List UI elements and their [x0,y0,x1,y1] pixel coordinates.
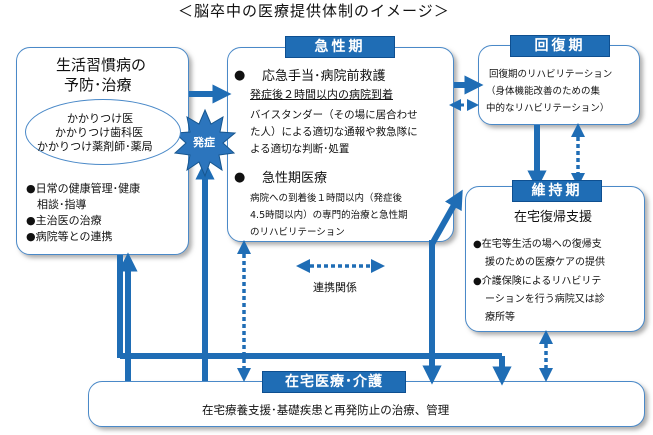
acute-item2-body-1: 病院への到着後１時間以内（発症後 [250,193,403,204]
prevention-heading-line2: 予防･治療 [64,76,132,94]
prevention-heading-line1: 生活習慣病の [56,56,147,74]
recovery-body-1: 回復期のリハビリテーション [489,69,613,80]
acute-item1-body-1: バイスタンダー（その場に居合わせ [250,109,418,121]
prevention-item-3: ●病院等との連携 [26,230,113,243]
acute-item1-sub: 発症後２時間以内の病院到着 [250,88,393,101]
home-care-header: 在宅医療･介護 [262,371,406,393]
maintenance-item-1-cont: 援のための医療ケアの提供 [485,257,605,268]
acute-bullet-2: ● [234,170,246,185]
acute-item2-body-3: のリハビリテーション [250,227,345,238]
acute-header: 急性期 [285,36,395,58]
maintenance-box [465,186,645,332]
clinic-ellipse [25,99,181,165]
maintenance-item-2: ●介護保険によるリハビリテ [473,276,602,287]
onset-label: 発症 [193,136,215,149]
maintenance-item-1: ●在宅等生活の場への復帰支 [473,239,602,250]
recovery-body-2: （身体機能改善のための集 [486,86,601,97]
collaboration-label: 連携関係 [313,281,357,294]
prevention-item-1: ●日常の健康管理･健康 [26,182,141,195]
acute-item2-body-2: 4.5時間以内）の専門的治療と急性期 [250,210,408,221]
acute-item1-title: 応急手当･病院前救護 [262,69,386,84]
arrow-acute-to-maintenance [429,189,463,246]
recovery-body-3: 中的なリハビリテーション） [486,103,610,114]
acute-item2-title: 急性期医療 [262,171,328,186]
home-care-body: 在宅療養支援･基礎疾患と再発防止の治療、管理 [202,403,450,417]
recovery-header: 回復期 [510,35,610,57]
acute-bullet-1: ● [234,68,246,83]
maintenance-subtitle: 在宅復帰支援 [514,210,593,225]
clinic-line-3: かかりつけ薬剤師･薬局 [37,140,153,153]
maintenance-header: 維持期 [512,180,602,202]
onset-burst-icon [173,108,237,178]
prevention-item-2: ●主治医の治療 [26,214,102,227]
maintenance-item-2-cont2: 療所等 [485,312,515,323]
maintenance-item-2-cont: ーションを行う病院又は診 [485,294,605,305]
page-title: ＜脳卒中の医療提供体制のイメージ＞ [178,2,450,20]
acute-item1-body-2: た人）による適切な通報や救急隊に [250,126,418,138]
acute-item1-body-3: よる適切な判断･処置 [250,143,350,155]
clinic-line-1: かかりつけ医 [67,112,134,125]
clinic-line-2: かかりつけ歯科医 [55,126,144,139]
acute-box [227,47,454,242]
prevention-item-1-cont: 相談･指導 [37,198,87,211]
